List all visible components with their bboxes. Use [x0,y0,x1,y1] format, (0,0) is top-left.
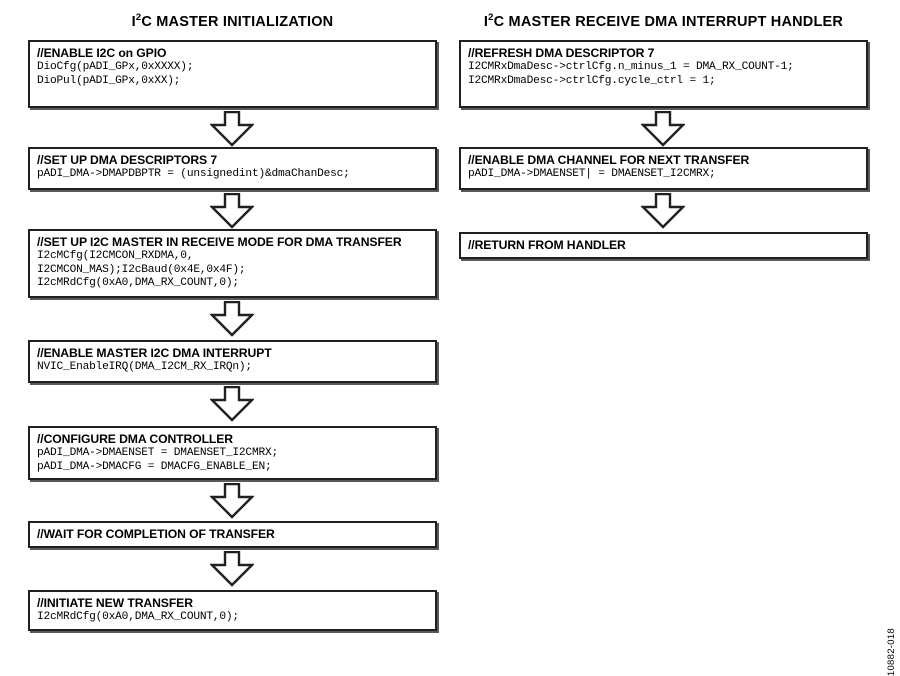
process-box-configure-dma-controller: //CONFIGURE DMA CONTROLLER pADI_DMA->DMA… [28,426,437,480]
flow-arrow-down-icon [641,111,685,147]
process-box-refresh-dma-descriptor: //REFRESH DMA DESCRIPTOR 7 I2CMRxDmaDesc… [459,40,868,108]
box-heading: //RETURN FROM HANDLER [468,238,626,252]
process-box-wait-for-completion-of-transfer: //WAIT FOR COMPLETION OF TRANSFER [28,521,437,548]
box-heading: //SET UP I2C MASTER IN RECEIVE MODE FOR … [37,235,402,249]
process-box-return-from-handler: //RETURN FROM HANDLER [459,232,868,259]
process-box-set-up-i2c-master-receive-mode: //SET UP I2C MASTER IN RECEIVE MODE FOR … [28,229,437,298]
process-box-enable-master-i2c-dma-interrupt: //ENABLE MASTER I2C DMA INTERRUPT NVIC_E… [28,340,437,383]
flow-arrow-down-icon [210,301,254,337]
box-heading: //WAIT FOR COMPLETION OF TRANSFER [37,527,275,541]
title-left-prefix: I [131,14,136,30]
flow-arrow-down-icon [210,551,254,587]
column-title-left: I2C MASTER INITIALIZATION [28,12,437,30]
box-code: pADI_DMA->DMAPDBPTR = (unsignedint)&dmaC… [37,168,350,180]
box-heading: //ENABLE I2C on GPIO [37,46,167,60]
box-heading: //CONFIGURE DMA CONTROLLER [37,432,234,446]
title-left-rest: C MASTER INITIALIZATION [141,14,334,30]
process-box-set-up-dma-descriptors: //SET UP DMA DESCRIPTORS 7 pADI_DMA->DMA… [28,147,437,190]
box-heading: //INITIATE NEW TRANSFER [37,596,193,610]
box-heading: //REFRESH DMA DESCRIPTOR 7 [468,46,655,60]
figure-id-label: 10882-018 [886,628,897,676]
process-box-enable-dma-channel-next-transfer: //ENABLE DMA CHANNEL FOR NEXT TRANSFER p… [459,147,868,190]
box-code: DioCfg(pADI_GPx,0xXXXX); DioPul(pADI_GPx… [37,61,194,87]
title-left-superscript: 2 [135,12,142,24]
process-box-initiate-new-transfer: //INITIATE NEW TRANSFER I2cMRdCfg(0xA0,D… [28,590,437,631]
box-code: I2cMRdCfg(0xA0,DMA_RX_COUNT,0); [37,611,239,623]
flow-arrow-down-icon [210,111,254,147]
box-heading: //ENABLE MASTER I2C DMA INTERRUPT [37,346,272,360]
box-code: pADI_DMA->DMAENSET = DMAENSET_I2CMRX; pA… [37,447,279,473]
flow-arrow-down-icon [641,193,685,229]
box-code: pADI_DMA->DMAENSET| = DMAENSET_I2CMRX; [468,168,716,180]
box-code: I2cMCfg(I2CMCON_RXDMA,0, I2CMCON_MAS);I2… [37,250,246,290]
title-right-rest: C MASTER RECEIVE DMA INTERRUPT HANDLER [493,14,844,30]
box-code: NVIC_EnableIRQ(DMA_I2CM_RX_IRQn); [37,361,252,373]
title-right-superscript: 2 [488,12,494,24]
flowchart-canvas: I2C MASTER INITIALIZATION I2C MASTER REC… [28,12,897,676]
box-heading: //ENABLE DMA CHANNEL FOR NEXT TRANSFER [468,153,750,167]
flow-arrow-down-icon [210,483,254,519]
flow-arrow-down-icon [210,386,254,422]
column-title-right: I2C MASTER RECEIVE DMA INTERRUPT HANDLER [459,12,868,30]
box-code: I2CMRxDmaDesc->ctrlCfg.n_minus_1 = DMA_R… [468,61,794,87]
process-box-enable-i2c-on-gpio: //ENABLE I2C on GPIO DioCfg(pADI_GPx,0xX… [28,40,437,108]
box-heading: //SET UP DMA DESCRIPTORS 7 [37,153,218,167]
flow-arrow-down-icon [210,193,254,229]
title-right-prefix: I [483,14,489,30]
